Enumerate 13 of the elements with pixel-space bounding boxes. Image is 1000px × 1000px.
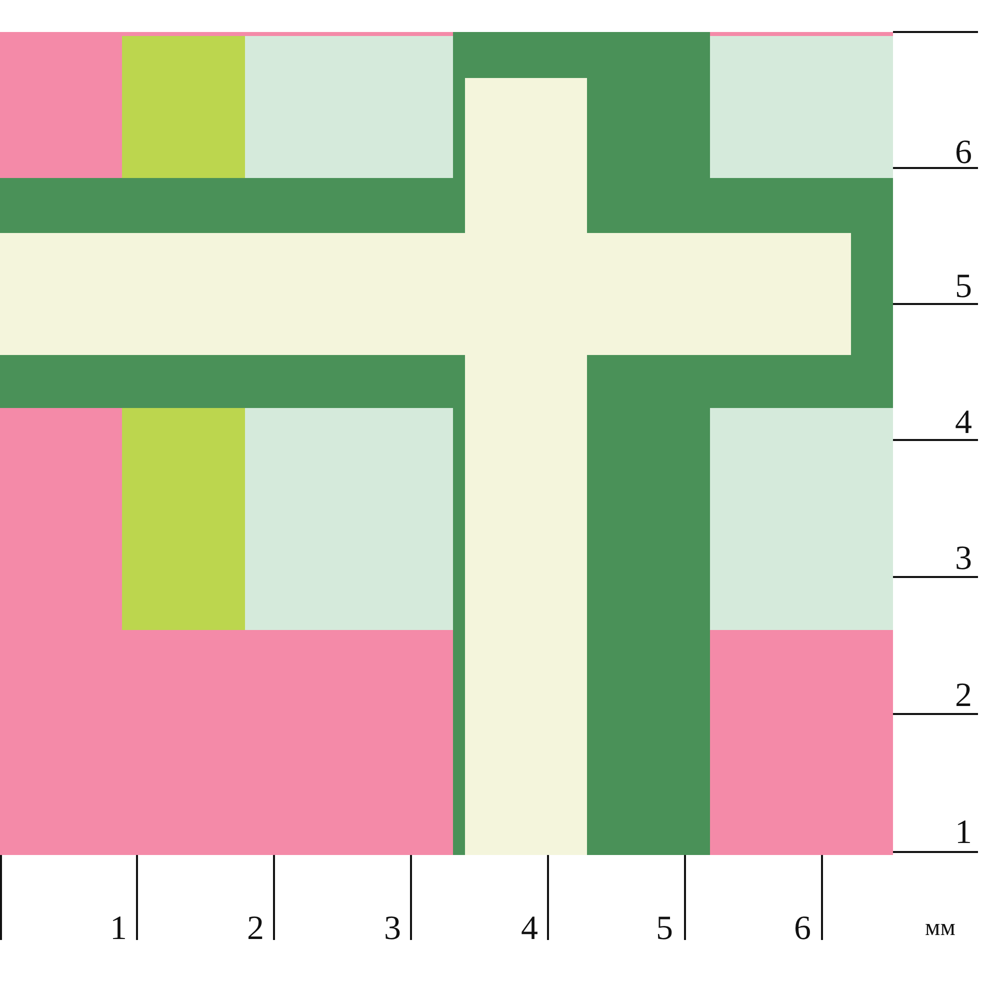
scale-number: 1: [110, 912, 127, 946]
scale-number: 5: [656, 912, 673, 946]
scale-number: 2: [247, 912, 264, 946]
scale-number: 2: [955, 679, 972, 713]
scale-number: 5: [955, 270, 972, 304]
scale-number: 6: [794, 912, 811, 946]
unit-label: мм: [925, 916, 956, 940]
scale-number: 4: [955, 406, 972, 440]
scale-number: 6: [955, 136, 972, 170]
scale-number: 1: [955, 816, 972, 850]
scale-number: 4: [521, 912, 538, 946]
scale-number: 3: [384, 912, 401, 946]
scale-number: 3: [955, 542, 972, 576]
